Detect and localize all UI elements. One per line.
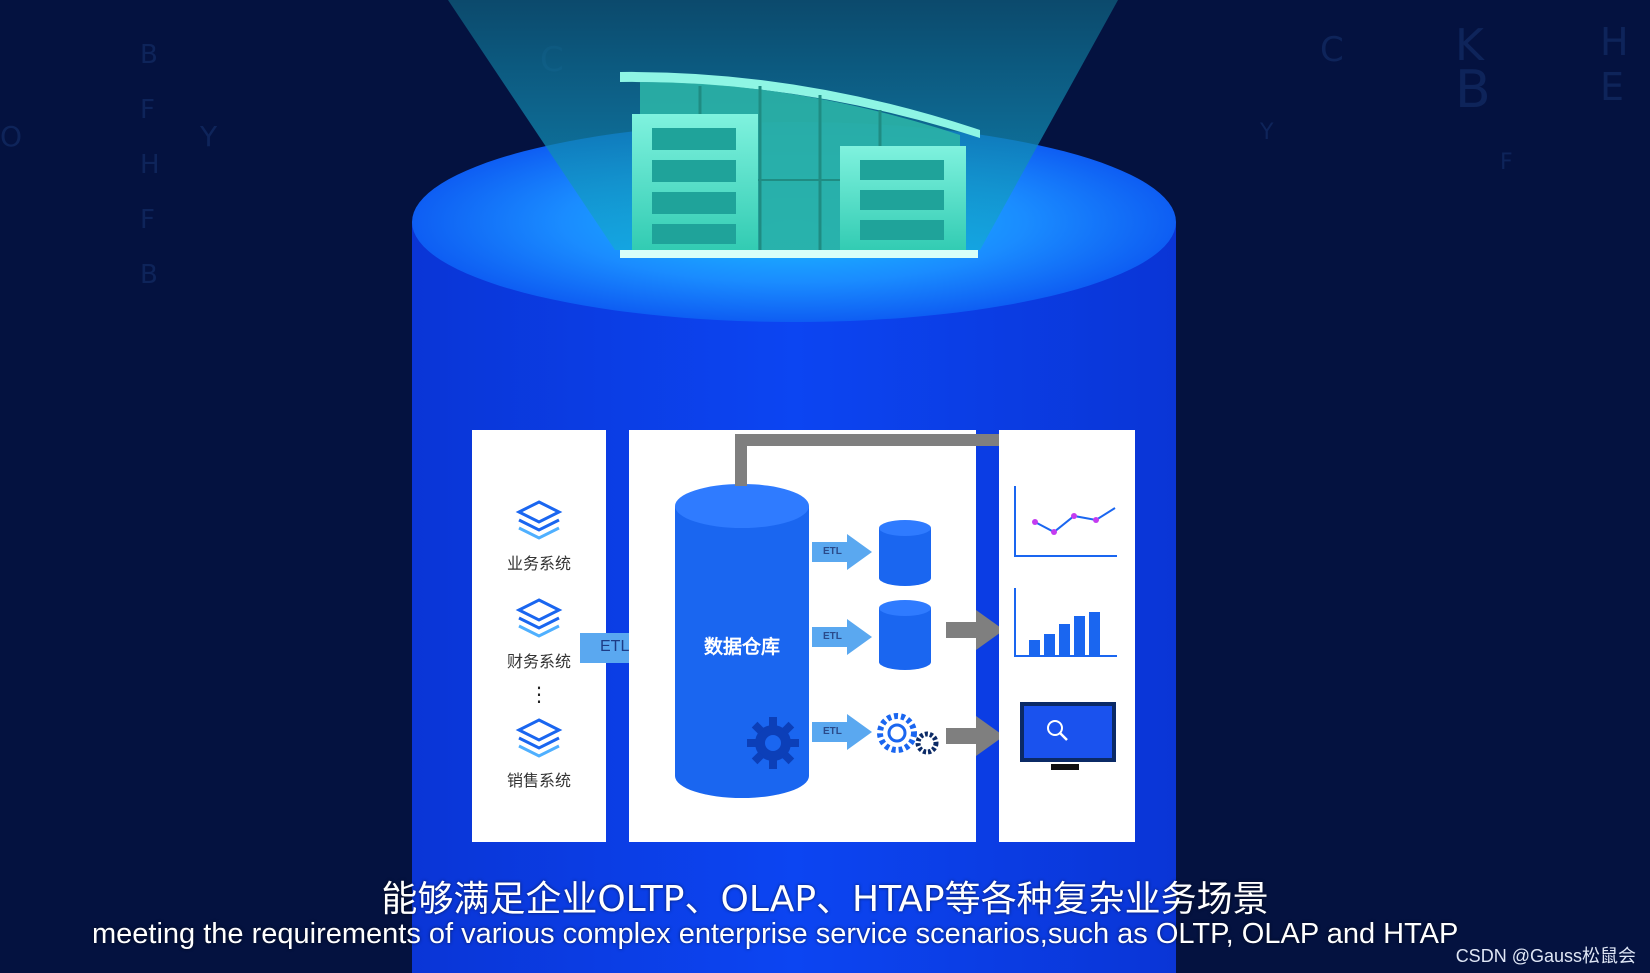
outputs-graphics — [999, 430, 1135, 842]
monitor-search-icon — [1020, 702, 1116, 770]
subtitle-chinese: 能够满足企业OLTP、OLAP、HTAP等各种复杂业务场景 — [0, 870, 1650, 922]
line-chart-icon — [1015, 486, 1117, 556]
watermark: CSDN @Gauss松鼠会 — [1456, 942, 1636, 968]
outputs-panel — [999, 430, 1135, 842]
bar-chart-icon — [1015, 588, 1117, 656]
side-arrow — [946, 610, 1004, 650]
subtitle-english: meeting the requirements of various comp… — [92, 918, 1458, 951]
side-arrow — [946, 716, 1004, 756]
